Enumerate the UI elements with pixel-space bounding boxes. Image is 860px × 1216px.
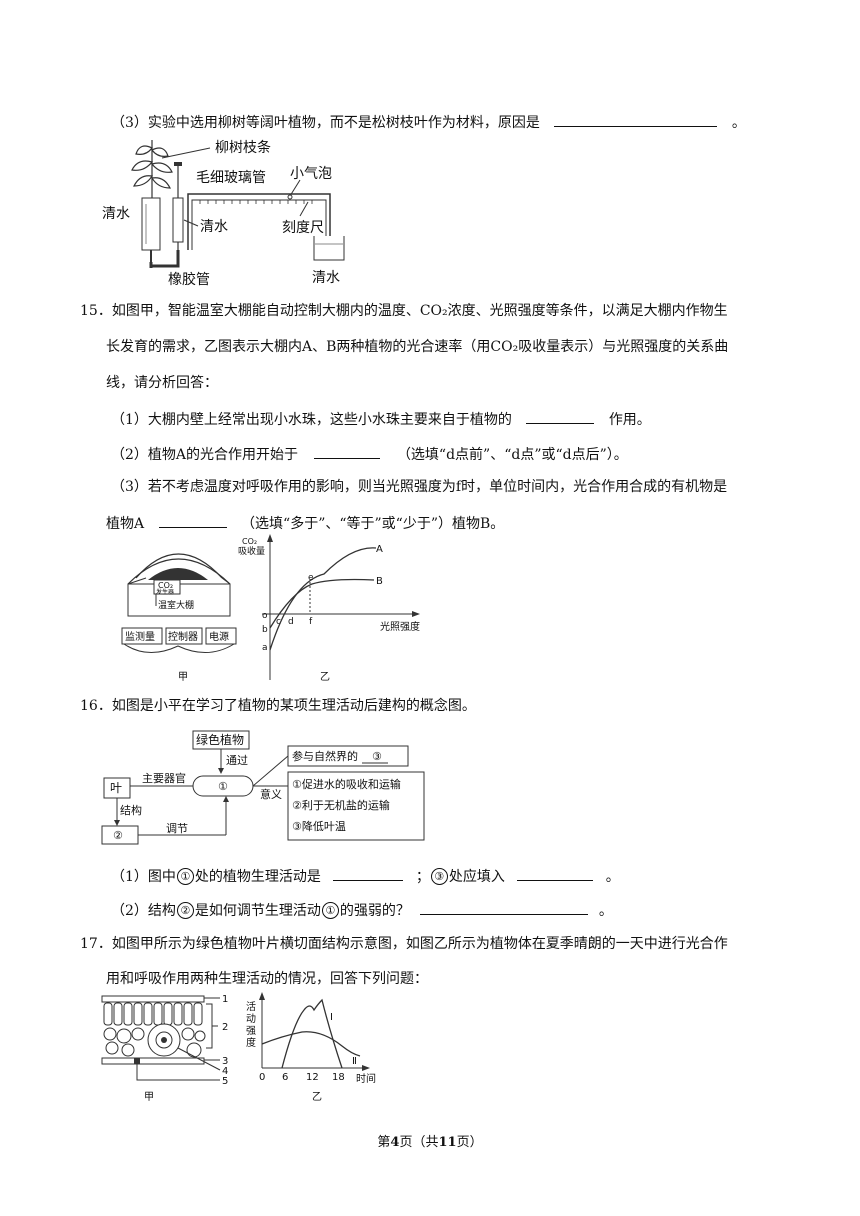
svg-text:f: f	[309, 617, 313, 627]
activity-curve-chart: 活 动 强 度 Ⅰ Ⅱ 0 6 12 18 时间 乙	[246, 992, 376, 1103]
svg-text:18: 18	[332, 1072, 345, 1083]
caption-yi: 乙	[312, 1091, 322, 1103]
svg-text:③: ③	[372, 750, 382, 763]
label-branch: 柳树枝条	[215, 139, 271, 156]
label-water-right: 清水	[312, 270, 340, 286]
svg-text:①: ①	[218, 780, 228, 793]
svg-text:6: 6	[282, 1072, 288, 1083]
y-label: CO₂	[242, 537, 257, 546]
svg-text:参与自然界的: 参与自然界的	[292, 749, 358, 763]
bubble-icon	[287, 194, 293, 200]
x-label: 光照强度	[380, 620, 420, 633]
svg-text:强: 强	[246, 1025, 256, 1037]
label-rubber-tube: 橡胶管	[168, 271, 210, 288]
page-footer: 第4页（共11页）	[377, 1135, 483, 1150]
svg-text:b: b	[262, 625, 268, 635]
svg-text:①促进水的吸收和运输: ①促进水的吸收和运输	[292, 777, 401, 791]
answer-blank[interactable]	[420, 900, 589, 915]
answer-blank[interactable]	[314, 444, 381, 459]
svg-text:5: 5	[222, 1076, 228, 1087]
svg-text:吸收量: 吸收量	[238, 545, 265, 557]
svg-text:控制器: 控制器	[168, 630, 198, 643]
q15-line3: 线，请分析回答：	[106, 375, 218, 391]
svg-text:0: 0	[259, 1072, 265, 1083]
caption-jia: 甲	[144, 1092, 154, 1103]
svg-text:a: a	[262, 643, 268, 653]
svg-text:②: ②	[113, 829, 123, 842]
beaker-icon	[313, 236, 345, 261]
photosynthesis-curve-chart: CO₂ 吸收量 光照强度 A B o b a c d e f 乙	[238, 534, 420, 683]
q14-sub3: （3）实验中选用柳树等阔叶植物，而不是松树枝叶作为材料，原因是 。	[111, 112, 746, 132]
page-total: 11	[438, 1135, 457, 1150]
curve-2-label: Ⅱ	[352, 1056, 357, 1067]
curve-1-label: Ⅰ	[330, 1012, 333, 1023]
svg-text:2: 2	[222, 1022, 228, 1033]
svg-text:主要器官: 主要器官	[142, 771, 186, 785]
label-capillary: 毛细玻璃管	[196, 169, 266, 186]
svg-text:③降低叶温: ③降低叶温	[292, 819, 346, 833]
curve-a-label: A	[376, 544, 383, 555]
curve-2	[261, 1031, 361, 1057]
greenhouse-figure: CO₂ 发生器 温室大棚 监测量 控制器 电源 甲	[121, 553, 237, 683]
svg-text:②利于无机盐的运输: ②利于无机盐的运输	[292, 798, 390, 812]
svg-text:e: e	[308, 573, 314, 583]
q15-sub3-line1: （3）若不考虑温度对呼吸作用的影响，则当光照强度为f时，单位时间内，光合作用合成…	[111, 479, 728, 495]
q15-sub3-line2: 植物A （选填“多于”、“等于”或“少于”）植物B。	[106, 513, 504, 533]
svg-text:调节: 调节	[166, 822, 188, 835]
answer-blank[interactable]	[517, 866, 594, 881]
answer-blank[interactable]	[158, 513, 227, 528]
page-number: 4	[390, 1135, 400, 1150]
leaf-cross-section-figure: 1 2 3 4 5 甲	[101, 994, 228, 1103]
curve-1	[281, 998, 343, 1069]
concept-map-figure: 绿色植物 通过 ① 主要器官 叶 结构 ② 调节 意义 参与自然界的 ③ ①促进…	[101, 730, 425, 845]
svg-text:电源: 电源	[209, 630, 229, 643]
q17-line1: 17．如图甲所示为绿色植物叶片横切面结构示意图，如图乙所示为植物体在夏季晴朗的一…	[80, 936, 728, 952]
curve-a	[269, 547, 377, 651]
willow-branch-icon	[131, 140, 173, 198]
label-water-mid: 清水	[200, 219, 228, 235]
q17-line2: 用和呼吸作用两种生理活动的情况，回答下列问题：	[106, 971, 428, 987]
label-bubble: 小气泡	[290, 166, 332, 182]
svg-text:1: 1	[222, 994, 228, 1005]
y-label: 活	[246, 1001, 256, 1013]
svg-text:d: d	[288, 617, 294, 627]
transpiration-apparatus-figure: 柳树枝条 清水 橡胶管 清水 毛细玻璃管 小气泡 刻度尺 清水	[102, 139, 345, 288]
svg-text:4: 4	[222, 1066, 228, 1077]
svg-text:动: 动	[246, 1013, 256, 1025]
caption-yi: 乙	[320, 671, 330, 683]
answer-blank[interactable]	[333, 866, 404, 881]
q15-line1: 15．如图甲，智能温室大棚能自动控制大棚内的温度、CO₂浓度、光照强度等条件，以…	[80, 303, 728, 319]
q15-line2: 长发育的需求，乙图表示大棚内A、B两种植物的光合速率（用CO₂吸收量表示）与光照…	[106, 339, 729, 355]
label-water-left: 清水	[102, 206, 130, 222]
svg-text:结构: 结构	[120, 803, 142, 817]
svg-text:发生器: 发生器	[156, 588, 174, 596]
curve-b-label: B	[376, 576, 383, 587]
answer-blank[interactable]	[526, 409, 595, 424]
q15-sub2: （2）植物A的光合作用开始于 （选填“d点前”、“d点”或“d点后”）。	[111, 444, 628, 464]
svg-text:意义: 意义	[260, 787, 282, 801]
q14-sub3-text: （3）实验中选用柳树等阔叶植物，而不是松树枝叶作为材料，原因是	[111, 115, 540, 131]
svg-text:绿色植物: 绿色植物	[196, 732, 244, 747]
svg-text:c: c	[276, 617, 281, 627]
answer-blank[interactable]	[554, 112, 718, 127]
svg-text:o: o	[262, 611, 268, 621]
svg-text:监测量: 监测量	[125, 630, 155, 643]
svg-text:12: 12	[306, 1072, 319, 1083]
label-ruler: 刻度尺	[282, 220, 324, 236]
svg-text:通过: 通过	[226, 754, 248, 767]
svg-text:3: 3	[222, 1056, 228, 1067]
svg-text:温室大棚: 温室大棚	[158, 599, 194, 611]
q15-sub1: （1）大棚内壁上经常出现小水珠，这些小水珠主要来自于植物的 作用。	[111, 409, 651, 429]
caption-jia: 甲	[178, 672, 188, 683]
svg-text:CO₂: CO₂	[158, 581, 173, 590]
svg-text:度: 度	[246, 1036, 256, 1049]
svg-text:叶: 叶	[110, 781, 122, 795]
q16-line1: 16．如图是小平在学习了植物的某项生理活动后建构的概念图。	[80, 698, 476, 714]
curve-b	[269, 578, 375, 629]
x-label: 时间	[356, 1072, 376, 1085]
